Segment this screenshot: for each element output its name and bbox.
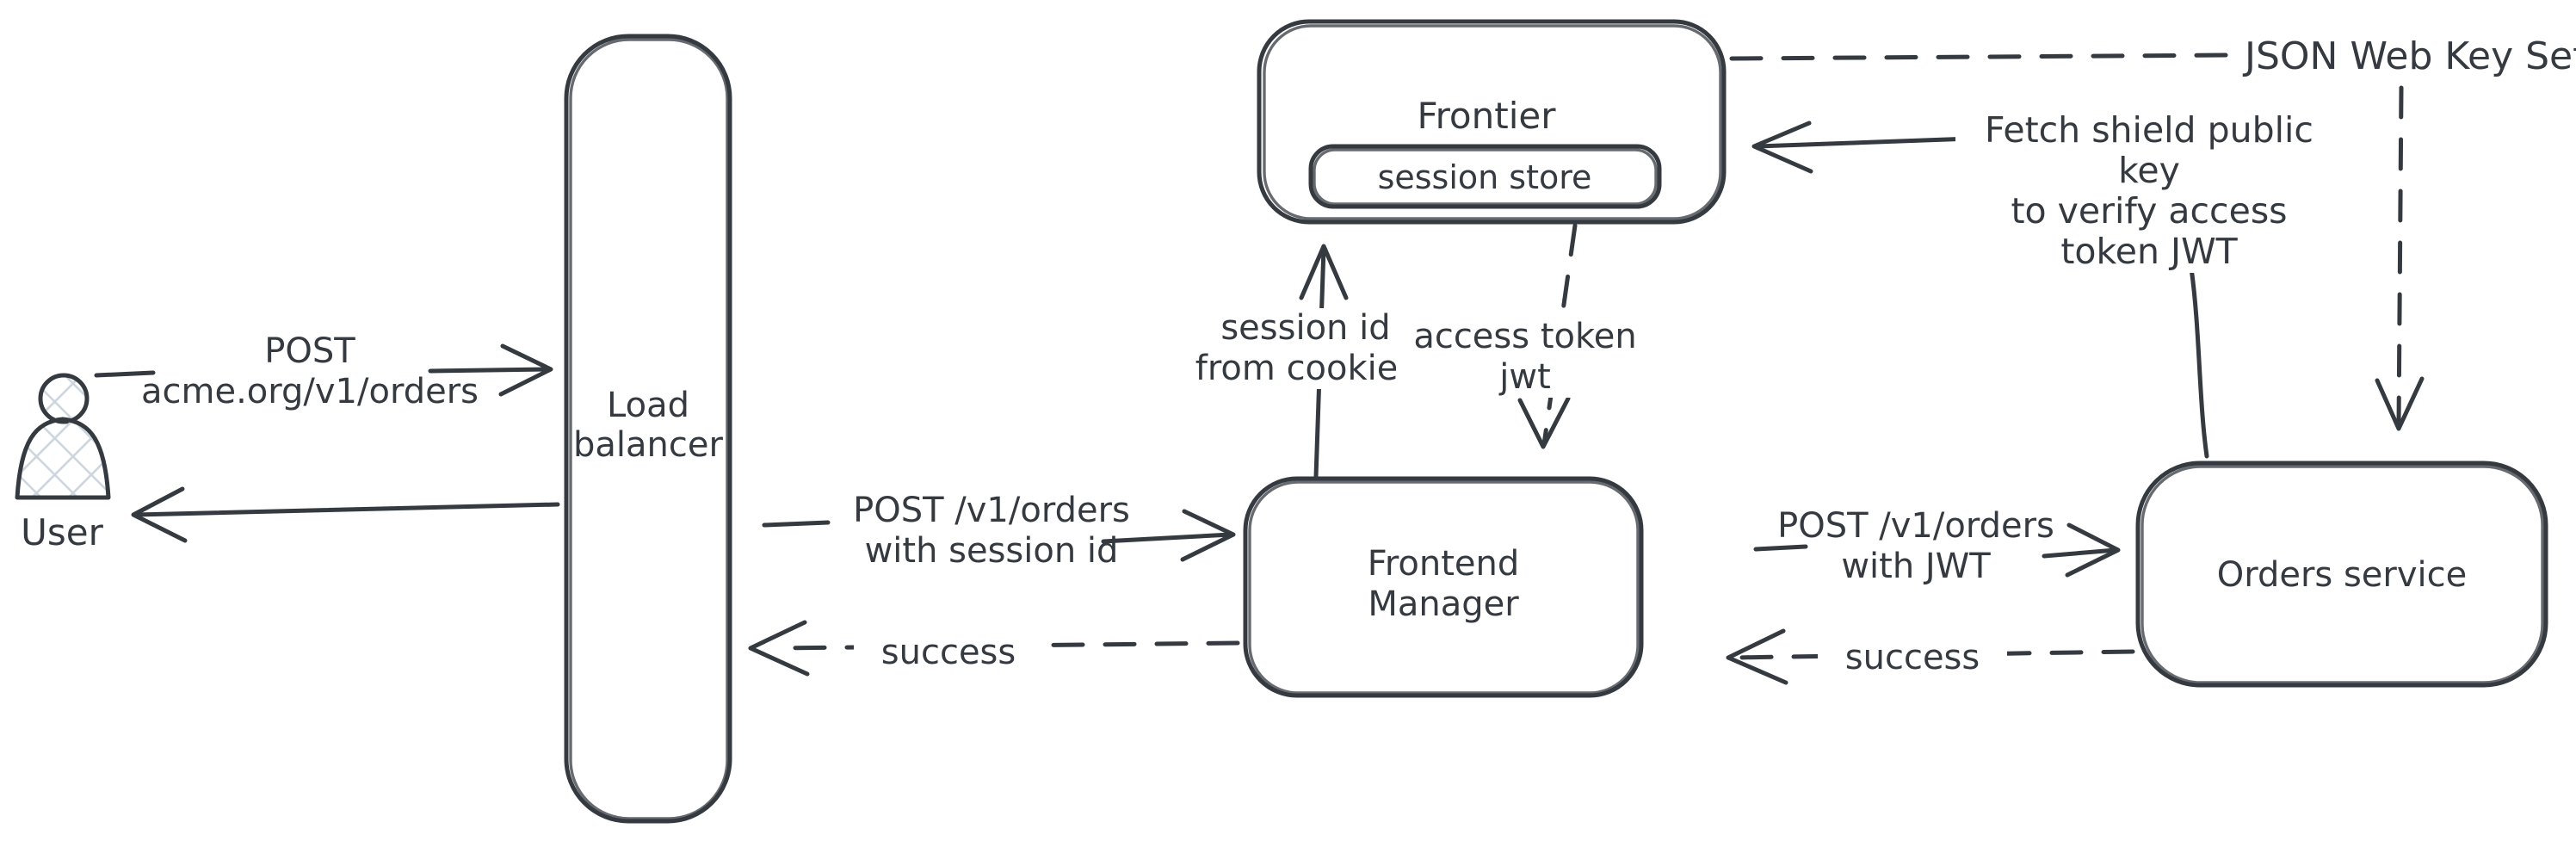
jwks-label: JSON Web Key Set	[2245, 34, 2576, 78]
frontend-manager-label: Frontend Manager	[1367, 544, 1520, 625]
label-post-orders-with-jwt: POST /v1/orders with JWT	[1777, 506, 2054, 587]
user-icon	[15, 373, 111, 500]
orders-service-label: Orders service	[2216, 555, 2468, 595]
arrow-user-to-load-balancer	[94, 343, 553, 397]
arrow-load-balancer-to-user	[131, 486, 560, 543]
frontier-label: Frontier	[1417, 95, 1556, 137]
frontier-box	[1257, 19, 1727, 225]
label-access-token-jwt: access token jwt	[1396, 317, 1654, 399]
session-store-box	[1308, 144, 1662, 209]
frontend-manager-box	[1243, 476, 1644, 698]
arrow-jwks-to-orders-service	[2375, 85, 2425, 431]
user-label: User	[21, 511, 103, 553]
label-post-acme-orders: POST acme.org/v1/orders	[141, 331, 479, 412]
label-post-orders-session-id: POST /v1/orders with session id	[853, 491, 1130, 572]
arrow-load-balancer-to-frontend-manager	[762, 509, 1236, 562]
arrow-orders-service-to-frontend-manager-success	[1726, 628, 2135, 685]
load-balancer-label: Load balancer	[573, 386, 723, 465]
arrow-frontier-to-jwks	[1729, 53, 2236, 61]
load-balancer-box	[564, 34, 732, 824]
label-success-frontend-to-lb: success	[854, 633, 1043, 674]
orders-service-box	[2135, 461, 2548, 688]
arrow-frontend-manager-to-orders-service	[1753, 522, 2121, 578]
label-fetch-shield-public-key: Fetch shield public key to verify access…	[1955, 109, 2343, 273]
label-session-id-from-cookies: session id from cookies	[1185, 308, 1426, 390]
label-success-orders-to-frontend: success	[1818, 638, 2007, 679]
session-store-label: session store	[1377, 158, 1592, 196]
